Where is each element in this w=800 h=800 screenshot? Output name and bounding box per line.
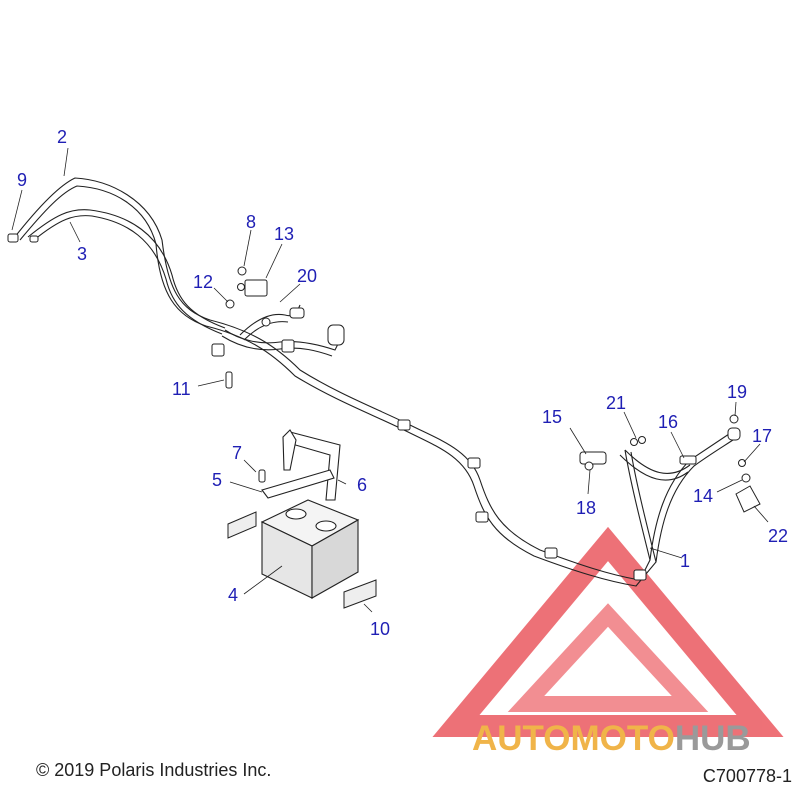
callout-2: 2	[57, 127, 68, 147]
callout-16: 16	[658, 412, 679, 432]
callout-7: 7	[232, 443, 243, 463]
callout-18: 18	[576, 498, 597, 518]
callout-22: 22	[768, 526, 789, 546]
callout-12: 12	[193, 272, 214, 292]
callout-15: 15	[542, 407, 563, 427]
fasteners	[225, 266, 751, 483]
watermark-text: AUTOMOTOHUB	[472, 719, 751, 759]
diagram-part-number: C700778-1	[702, 766, 792, 786]
callout-10: 10	[370, 619, 391, 639]
callout-6: 6	[357, 475, 368, 495]
watermark-text-part1: AUTOMOTO	[472, 719, 675, 758]
wire-harness	[13, 177, 737, 587]
watermark-text-part2: HUB	[674, 719, 751, 758]
callout-17: 17	[752, 426, 773, 446]
callout-3: 3	[77, 244, 88, 264]
callout-9: 9	[17, 170, 28, 190]
watermark-logo-icon	[432, 526, 784, 737]
callout-1: 1	[680, 551, 691, 571]
battery-pads	[227, 511, 377, 609]
battery-icon	[260, 499, 360, 599]
callout-14: 14	[693, 486, 714, 506]
callout-11: 11	[172, 379, 191, 399]
callout-20: 20	[297, 266, 318, 286]
bracket	[735, 485, 761, 513]
callout-13: 13	[274, 224, 295, 244]
callout-4: 4	[228, 585, 239, 605]
battery-hold-down	[261, 429, 341, 501]
connectors	[7, 233, 741, 465]
callout-21: 21	[606, 393, 627, 413]
callout-5: 5	[212, 470, 223, 490]
leader-lines	[11, 147, 769, 613]
callout-19: 19	[727, 382, 748, 402]
harness-clips	[211, 339, 697, 581]
copyright-text: © 2019 Polaris Industries Inc.	[36, 760, 272, 780]
callout-8: 8	[246, 212, 257, 232]
